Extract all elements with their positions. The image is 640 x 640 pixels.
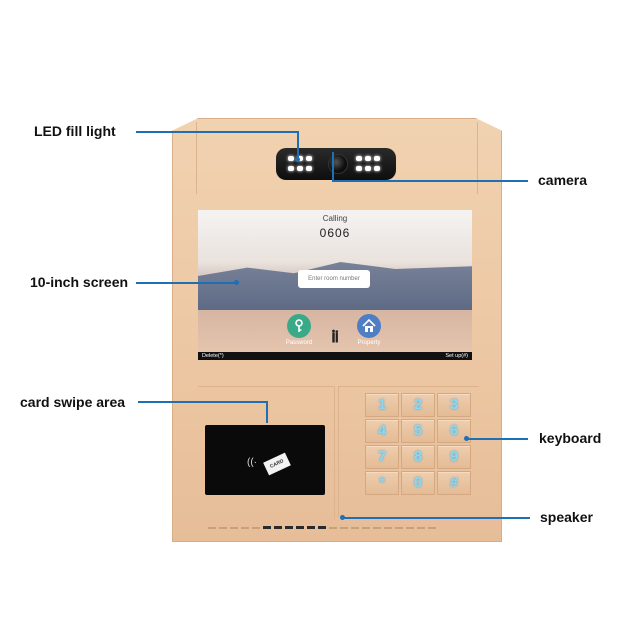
speaker-slot xyxy=(395,527,403,529)
callout-speaker: speaker xyxy=(540,509,593,525)
speaker-grille xyxy=(208,516,468,529)
speaker-slot xyxy=(208,527,216,529)
speaker-slot xyxy=(274,526,282,529)
key-star[interactable]: * xyxy=(365,471,399,495)
leader-keyboard-dot xyxy=(464,436,469,441)
setup-hint: Set up(#) xyxy=(445,353,468,359)
delete-hint: Delete(*) xyxy=(202,353,224,359)
speaker-slot xyxy=(307,526,315,529)
leader-led-dot xyxy=(295,157,300,162)
leader-led-drop xyxy=(297,131,299,159)
key-9[interactable]: 9 xyxy=(437,445,471,469)
speaker-slot xyxy=(263,526,271,529)
speaker-slot xyxy=(241,527,249,529)
key-7[interactable]: 7 xyxy=(365,445,399,469)
callout-led-fill-light: LED fill light xyxy=(34,123,116,139)
nfc-icon: ((· xyxy=(247,457,257,468)
speaker-slot xyxy=(373,527,381,529)
leader-keyboard xyxy=(466,438,528,440)
key-5[interactable]: 5 xyxy=(401,419,435,443)
leader-led xyxy=(136,131,298,133)
speaker-slot xyxy=(351,527,359,529)
key-hash[interactable]: # xyxy=(437,471,471,495)
led-light xyxy=(306,156,312,161)
led-light xyxy=(297,166,303,171)
camera-lens xyxy=(328,154,348,174)
speaker-slot xyxy=(340,527,348,529)
led-light xyxy=(288,156,294,161)
speaker-slot xyxy=(252,527,260,529)
led-light xyxy=(365,166,371,171)
speaker-slot xyxy=(219,527,227,529)
room-number: 0606 xyxy=(319,226,351,240)
property-button[interactable] xyxy=(357,314,381,338)
card-swipe-panel xyxy=(198,386,335,519)
calling-text: Calling xyxy=(322,214,348,223)
led-light xyxy=(306,166,312,171)
shell-top-panel xyxy=(196,122,478,194)
card-reader[interactable]: ((· CARD xyxy=(205,425,325,495)
speaker-slot xyxy=(318,526,326,529)
speaker-slot xyxy=(428,527,436,529)
leader-screen xyxy=(136,282,236,284)
led-light xyxy=(374,156,380,161)
sand-backdrop xyxy=(198,310,472,360)
password-label: Password xyxy=(285,340,313,346)
keypad: 1 2 3 4 5 6 7 8 9 * 0 # xyxy=(338,386,479,517)
leader-speaker xyxy=(342,517,530,519)
key-icon xyxy=(295,319,303,332)
led-light xyxy=(365,156,371,161)
key-4[interactable]: 4 xyxy=(365,419,399,443)
password-button[interactable] xyxy=(287,314,311,338)
key-2[interactable]: 2 xyxy=(401,393,435,417)
room-number-input[interactable]: Enter room number xyxy=(298,270,370,288)
led-light xyxy=(356,156,362,161)
speaker-slot xyxy=(362,527,370,529)
leader-card-drop xyxy=(266,401,268,423)
callout-card-swipe-area: card swipe area xyxy=(20,394,126,410)
speaker-slot xyxy=(417,527,425,529)
key-8[interactable]: 8 xyxy=(401,445,435,469)
figures-silhouette xyxy=(331,328,339,344)
key-1[interactable]: 1 xyxy=(365,393,399,417)
door-intercom-device: Calling 0606 Enter room number Password xyxy=(172,118,502,542)
leader-speaker-dot xyxy=(340,515,345,520)
speaker-slot xyxy=(384,527,392,529)
property-label: Property xyxy=(357,340,381,346)
leader-screen-dot xyxy=(234,280,239,285)
speaker-slot xyxy=(296,526,304,529)
card-icon: CARD xyxy=(263,452,291,476)
callout-keyboard: keyboard xyxy=(539,430,602,446)
speaker-slot xyxy=(329,527,337,529)
key-3[interactable]: 3 xyxy=(437,393,471,417)
led-light xyxy=(288,166,294,171)
led-light xyxy=(356,166,362,171)
led-light xyxy=(297,156,303,161)
led-light xyxy=(374,166,380,171)
display-screen: Calling 0606 Enter room number Password xyxy=(198,210,472,360)
status-bar: Delete(*) Set up(#) xyxy=(198,352,472,360)
key-6[interactable]: 6 xyxy=(437,419,471,443)
key-0[interactable]: 0 xyxy=(401,471,435,495)
home-icon xyxy=(362,318,376,332)
leader-camera xyxy=(332,180,528,182)
callout-screen: 10-inch screen xyxy=(30,274,129,290)
speaker-slot xyxy=(406,527,414,529)
leader-card xyxy=(138,401,268,403)
leader-camera-rise xyxy=(332,152,334,180)
camera-bar xyxy=(276,148,396,180)
speaker-slot xyxy=(285,526,293,529)
speaker-slot xyxy=(230,527,238,529)
callout-camera: camera xyxy=(538,172,588,188)
